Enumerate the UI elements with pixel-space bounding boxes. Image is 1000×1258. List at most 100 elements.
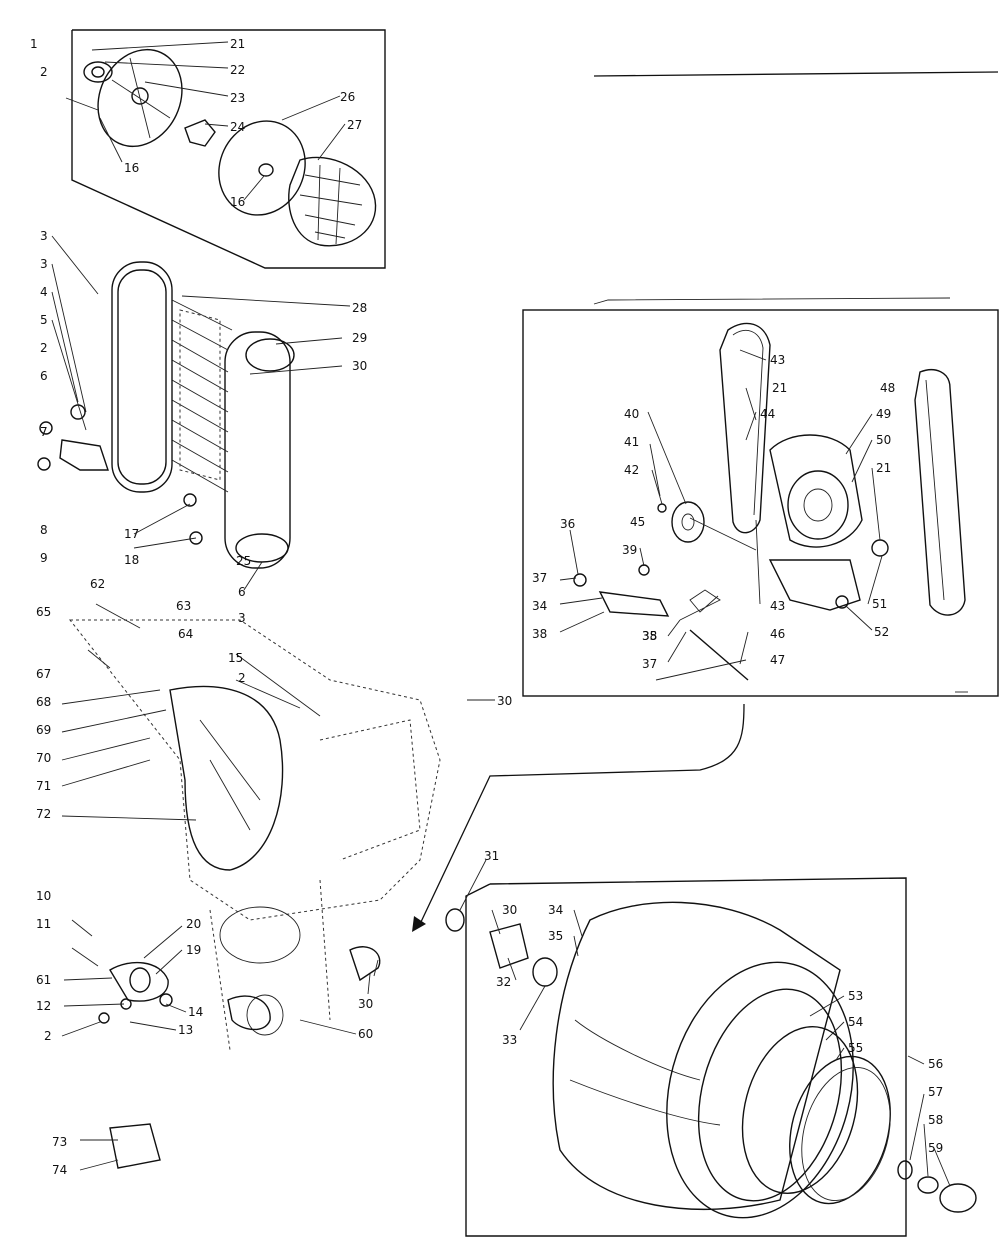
callout-62: 62 [90, 577, 105, 591]
callout-69: 69 [36, 723, 51, 737]
callout-6-b: 6 [238, 585, 246, 599]
callout-21: 21 [230, 37, 245, 51]
callout-58: 58 [928, 1113, 943, 1127]
callout-42: 42 [624, 463, 639, 477]
callout-3-b: 3 [40, 257, 48, 271]
callout-25: 25 [236, 554, 251, 568]
callout-21-b: 21 [772, 381, 787, 395]
cabinet-outline [61, 603, 441, 1051]
callout-19: 19 [186, 943, 201, 957]
callout-16: 16 [124, 161, 139, 175]
callout-34: 34 [532, 599, 547, 613]
callout-5: 5 [40, 313, 48, 327]
callout-65: 65 [36, 605, 51, 619]
blower-housing-assembly [37, 235, 351, 591]
callout-35: 35 [642, 629, 657, 643]
callout-16-b: 16 [230, 195, 245, 209]
callout-68: 68 [36, 695, 51, 709]
callout-46: 46 [770, 627, 785, 641]
callout-30-b: 30 [497, 694, 512, 708]
blower-assembly-panel [65, 29, 386, 269]
drum-panel [373, 859, 977, 1237]
callout-36: 36 [560, 517, 575, 531]
motor-belt-panel [522, 297, 999, 697]
callout-56: 56 [928, 1057, 943, 1071]
callout-3: 3 [40, 229, 48, 243]
callout-2-d: 2 [44, 1029, 52, 1043]
arrow-head [412, 916, 426, 932]
callout-44: 44 [760, 407, 775, 421]
callout-63: 63 [176, 599, 191, 613]
callout-73: 73 [52, 1135, 67, 1149]
callout-2: 2 [40, 65, 48, 79]
callout-47: 47 [770, 653, 785, 667]
callout-6: 6 [40, 369, 48, 383]
callout-28: 28 [352, 301, 367, 315]
callout-71: 71 [36, 779, 51, 793]
callout-34-b: 34 [548, 903, 563, 917]
callout-49: 49 [876, 407, 891, 421]
callout-22: 22 [230, 63, 245, 77]
callout-10: 10 [36, 889, 51, 903]
valve-assembly [61, 919, 381, 1171]
callout-70: 70 [36, 751, 51, 765]
callout-43: 43 [770, 353, 785, 367]
callout-14: 14 [188, 1005, 203, 1019]
callout-55: 55 [848, 1041, 863, 1055]
callout-67: 67 [36, 667, 51, 681]
callout-30-d: 30 [502, 903, 517, 917]
callout-8: 8 [40, 523, 48, 537]
stray-rule-line [593, 71, 999, 77]
callout-12: 12 [36, 999, 51, 1013]
callout-4: 4 [40, 285, 48, 299]
callout-7: 7 [40, 425, 48, 439]
callout-1: 1 [30, 37, 38, 51]
callout-43-b: 43 [770, 599, 785, 613]
callout-2-c: 2 [238, 671, 246, 685]
callout-35-b: 35 [548, 929, 563, 943]
callout-45: 45 [630, 515, 645, 529]
callout-24: 24 [230, 120, 245, 134]
callout-52: 52 [874, 625, 889, 639]
callout-61: 61 [36, 973, 51, 987]
callout-18: 18 [124, 553, 139, 567]
callout-54: 54 [848, 1015, 863, 1029]
callout-13: 13 [178, 1023, 193, 1037]
callout-51: 51 [872, 597, 887, 611]
callout-48: 48 [880, 381, 895, 395]
callout-30-c: 30 [358, 997, 373, 1011]
callout-53: 53 [848, 989, 863, 1003]
callout-17: 17 [124, 527, 139, 541]
callout-60: 60 [358, 1027, 373, 1041]
callout-74: 74 [52, 1163, 67, 1177]
callout-21-c: 21 [876, 461, 891, 475]
callout-3-c: 3 [238, 611, 246, 625]
callout-labels: 1 2 21 22 23 24 26 27 16 16 3 3 4 5 2 6 … [30, 37, 943, 1177]
callout-39: 39 [622, 543, 637, 557]
callout-64: 64 [178, 627, 193, 641]
callout-20: 20 [186, 917, 201, 931]
callout-37: 37 [532, 571, 547, 585]
callout-57: 57 [928, 1085, 943, 1099]
callout-15: 15 [228, 651, 243, 665]
callout-72: 72 [36, 807, 51, 821]
callout-9: 9 [40, 551, 48, 565]
callout-41: 41 [624, 435, 639, 449]
callout-23: 23 [230, 91, 245, 105]
callout-11: 11 [36, 917, 51, 931]
callout-59: 59 [928, 1141, 943, 1155]
callout-30: 30 [352, 359, 367, 373]
callout-26: 26 [340, 90, 355, 104]
callout-31: 31 [484, 849, 499, 863]
callout-40: 40 [624, 407, 639, 421]
callout-38-b: 38 [642, 629, 657, 643]
assembly-connector-arrow [419, 703, 745, 925]
callout-50: 50 [876, 433, 891, 447]
callout-2-b: 2 [40, 341, 48, 355]
callout-29: 29 [352, 331, 367, 345]
callout-37-b: 37 [642, 657, 657, 671]
callout-33: 33 [502, 1033, 517, 1047]
callout-27: 27 [347, 118, 362, 132]
callout-32: 32 [496, 975, 511, 989]
